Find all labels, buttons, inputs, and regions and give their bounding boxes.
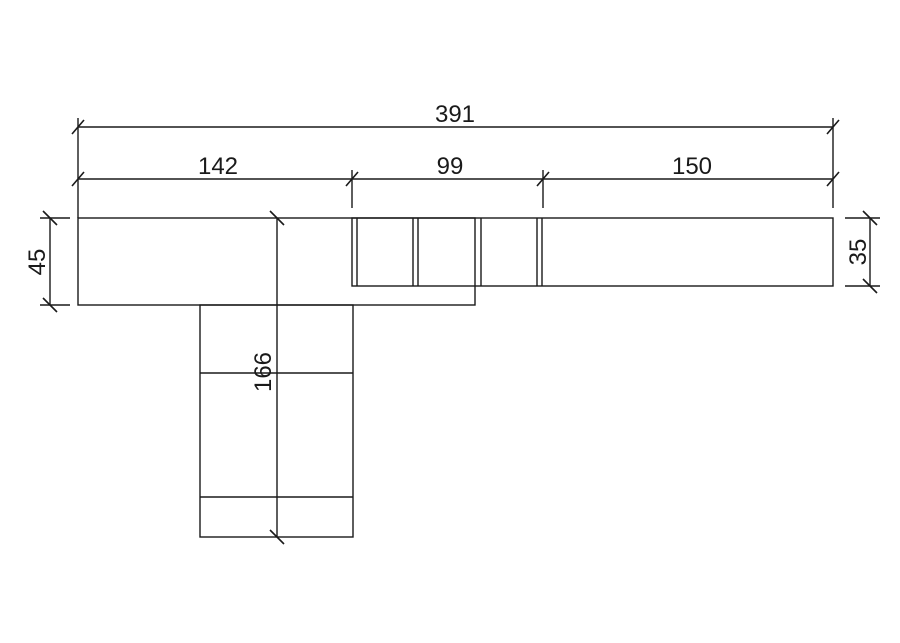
dimension-sections: 142 99 150: [71, 153, 840, 208]
dimension-label: 166: [250, 352, 277, 392]
cabinet-row: [351, 217, 834, 287]
dimension-label: 45: [24, 249, 51, 276]
dimension-label: 142: [198, 153, 238, 180]
dimension-label: 99: [437, 153, 464, 180]
dimension-left-depth: 45: [24, 210, 70, 313]
dimension-overall: 391: [71, 101, 840, 218]
dimension-right-depth: 35: [845, 210, 880, 294]
dimension-extension-length: 166: [250, 210, 285, 545]
dimension-label: 391: [435, 101, 475, 128]
dimension-label: 150: [672, 153, 712, 180]
dimension-label: 35: [845, 239, 872, 266]
cabinet-dividers: [356, 218, 543, 286]
